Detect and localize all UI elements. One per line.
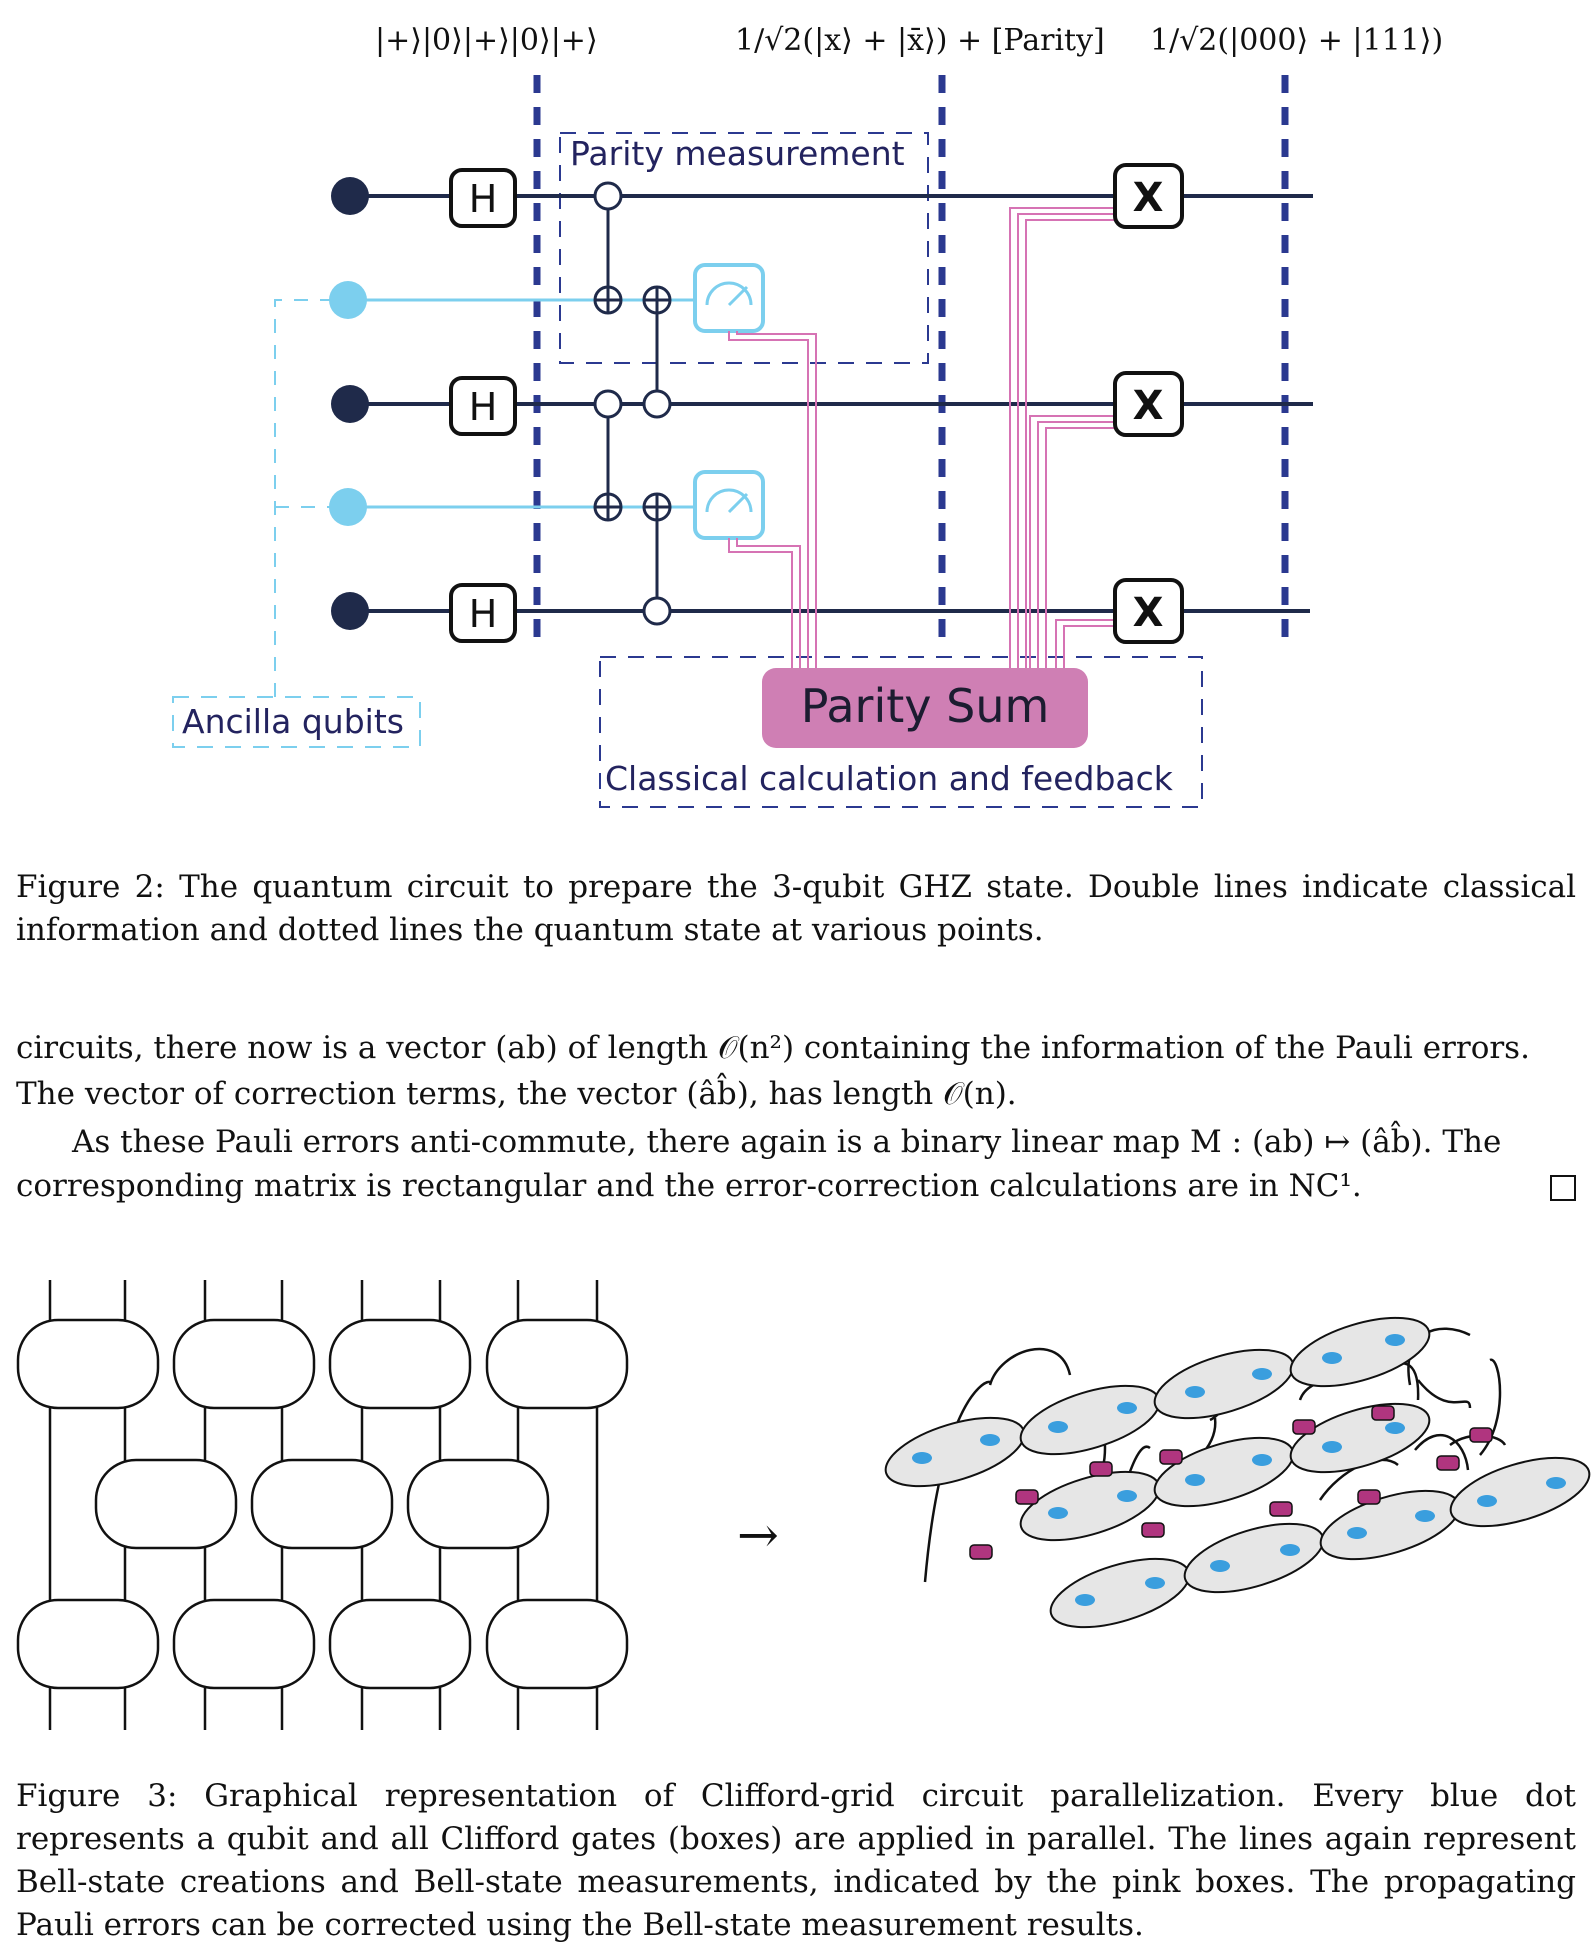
x-gate-3 bbox=[1113, 578, 1184, 644]
meter-icon-1 bbox=[693, 263, 765, 333]
x-gate-1-label: X bbox=[1133, 175, 1164, 221]
h-gate-1 bbox=[449, 168, 517, 228]
parity-measurement-box bbox=[559, 132, 929, 364]
clifford-box bbox=[328, 1318, 472, 1410]
body-paragraph-2-line-1: As these Pauli errors anti-commute, ther… bbox=[72, 1124, 1502, 1160]
x-gate-2 bbox=[1113, 371, 1184, 437]
h-gate-2 bbox=[449, 376, 517, 436]
cnot-3-control bbox=[593, 389, 623, 419]
clifford-box bbox=[94, 1458, 238, 1550]
tile bbox=[1319, 1489, 1461, 1561]
brickwork-circuit bbox=[16, 1280, 629, 1730]
data-qubit-dot-3 bbox=[331, 592, 369, 630]
figure-3-caption: Figure 3: Graphical representation of Cl… bbox=[16, 1778, 1576, 1943]
tile bbox=[1049, 1557, 1191, 1629]
h-gates: H H H bbox=[449, 168, 517, 643]
body-paragraph-2-line-2: corresponding matrix is rectangular and … bbox=[16, 1168, 1362, 1204]
x-gate-3-label: X bbox=[1133, 590, 1164, 636]
clifford-box bbox=[172, 1598, 316, 1690]
parity-sum-box bbox=[762, 668, 1088, 748]
data-qubit-dot-2 bbox=[331, 385, 369, 423]
classical-feedback-label: Classical calculation and feedback bbox=[605, 759, 1174, 798]
x-gates: X X X bbox=[1113, 163, 1184, 644]
ancilla-label-box bbox=[172, 696, 421, 748]
clifford-box bbox=[172, 1318, 316, 1410]
state-label-ghz: 1/√2(|000⟩ + |111⟩) bbox=[1150, 23, 1443, 58]
cnot-2-control bbox=[642, 389, 672, 419]
qubit-tiles bbox=[884, 1316, 1591, 1629]
clifford-box bbox=[16, 1598, 160, 1690]
h-gate-3-label: H bbox=[469, 592, 498, 636]
clifford-box bbox=[485, 1598, 629, 1690]
tile bbox=[1153, 1348, 1295, 1420]
body-paragraph-1-line-1: circuits, there now is a vector (ab) of … bbox=[16, 1030, 1530, 1066]
bell-measurement-marks bbox=[969, 1405, 1493, 1560]
parity-sum-label: Parity Sum bbox=[801, 679, 1050, 733]
tile bbox=[1289, 1402, 1431, 1474]
state-label-intermediate: 1/√2(|x⟩ + |x̄⟩) + [Parity] bbox=[735, 23, 1105, 58]
clifford-box bbox=[328, 1598, 472, 1690]
h-gate-1-label: H bbox=[469, 177, 498, 221]
meter-icon-2 bbox=[693, 470, 765, 540]
classical-feedback-box bbox=[599, 656, 1203, 808]
h-gate-2-label: H bbox=[469, 385, 498, 429]
figure-3: → bbox=[16, 1280, 1591, 1730]
ancilla-connectors bbox=[274, 299, 335, 697]
tile bbox=[884, 1416, 1026, 1488]
body-paragraph-1-line-2: The vector of correction terms, the vect… bbox=[16, 1076, 1017, 1112]
qed-symbol bbox=[1550, 1175, 1576, 1201]
clifford-box bbox=[406, 1458, 550, 1550]
tile bbox=[1449, 1456, 1591, 1528]
cnot-4-control bbox=[642, 596, 672, 626]
h-gate-3 bbox=[449, 583, 517, 643]
classical-wires bbox=[728, 207, 1115, 672]
ancilla-qubit-dot-1 bbox=[329, 281, 367, 319]
cnot-1-control bbox=[593, 181, 623, 211]
ancilla-label: Ancilla qubits bbox=[182, 702, 404, 741]
tile bbox=[1183, 1522, 1325, 1594]
clifford-box bbox=[16, 1318, 160, 1410]
figure-2-caption: Figure 2: The quantum circuit to prepare… bbox=[16, 869, 1576, 948]
clifford-box bbox=[250, 1458, 394, 1550]
clifford-box bbox=[485, 1318, 629, 1410]
measurement-meters bbox=[693, 263, 765, 540]
tile bbox=[1019, 1384, 1161, 1456]
transform-arrow: → bbox=[737, 1506, 779, 1564]
tile bbox=[1289, 1316, 1431, 1388]
parity-measurement-label: Parity measurement bbox=[570, 134, 905, 173]
x-gate-2-label: X bbox=[1133, 383, 1164, 429]
data-qubit-dot-1 bbox=[331, 177, 369, 215]
ancilla-qubit-dot-2 bbox=[329, 488, 367, 526]
cnot-gates bbox=[593, 181, 672, 626]
qubit-tile-grid bbox=[884, 1316, 1591, 1629]
qubit-dots bbox=[912, 1334, 1566, 1606]
state-label-initial: |+⟩|0⟩|+⟩|0⟩|+⟩ bbox=[375, 23, 598, 58]
x-gate-1 bbox=[1113, 163, 1184, 229]
figure-2-circuit: |+⟩|0⟩|+⟩|0⟩|+⟩ 1/√2(|x⟩ + |x̄⟩) + [Pari… bbox=[172, 23, 1443, 808]
